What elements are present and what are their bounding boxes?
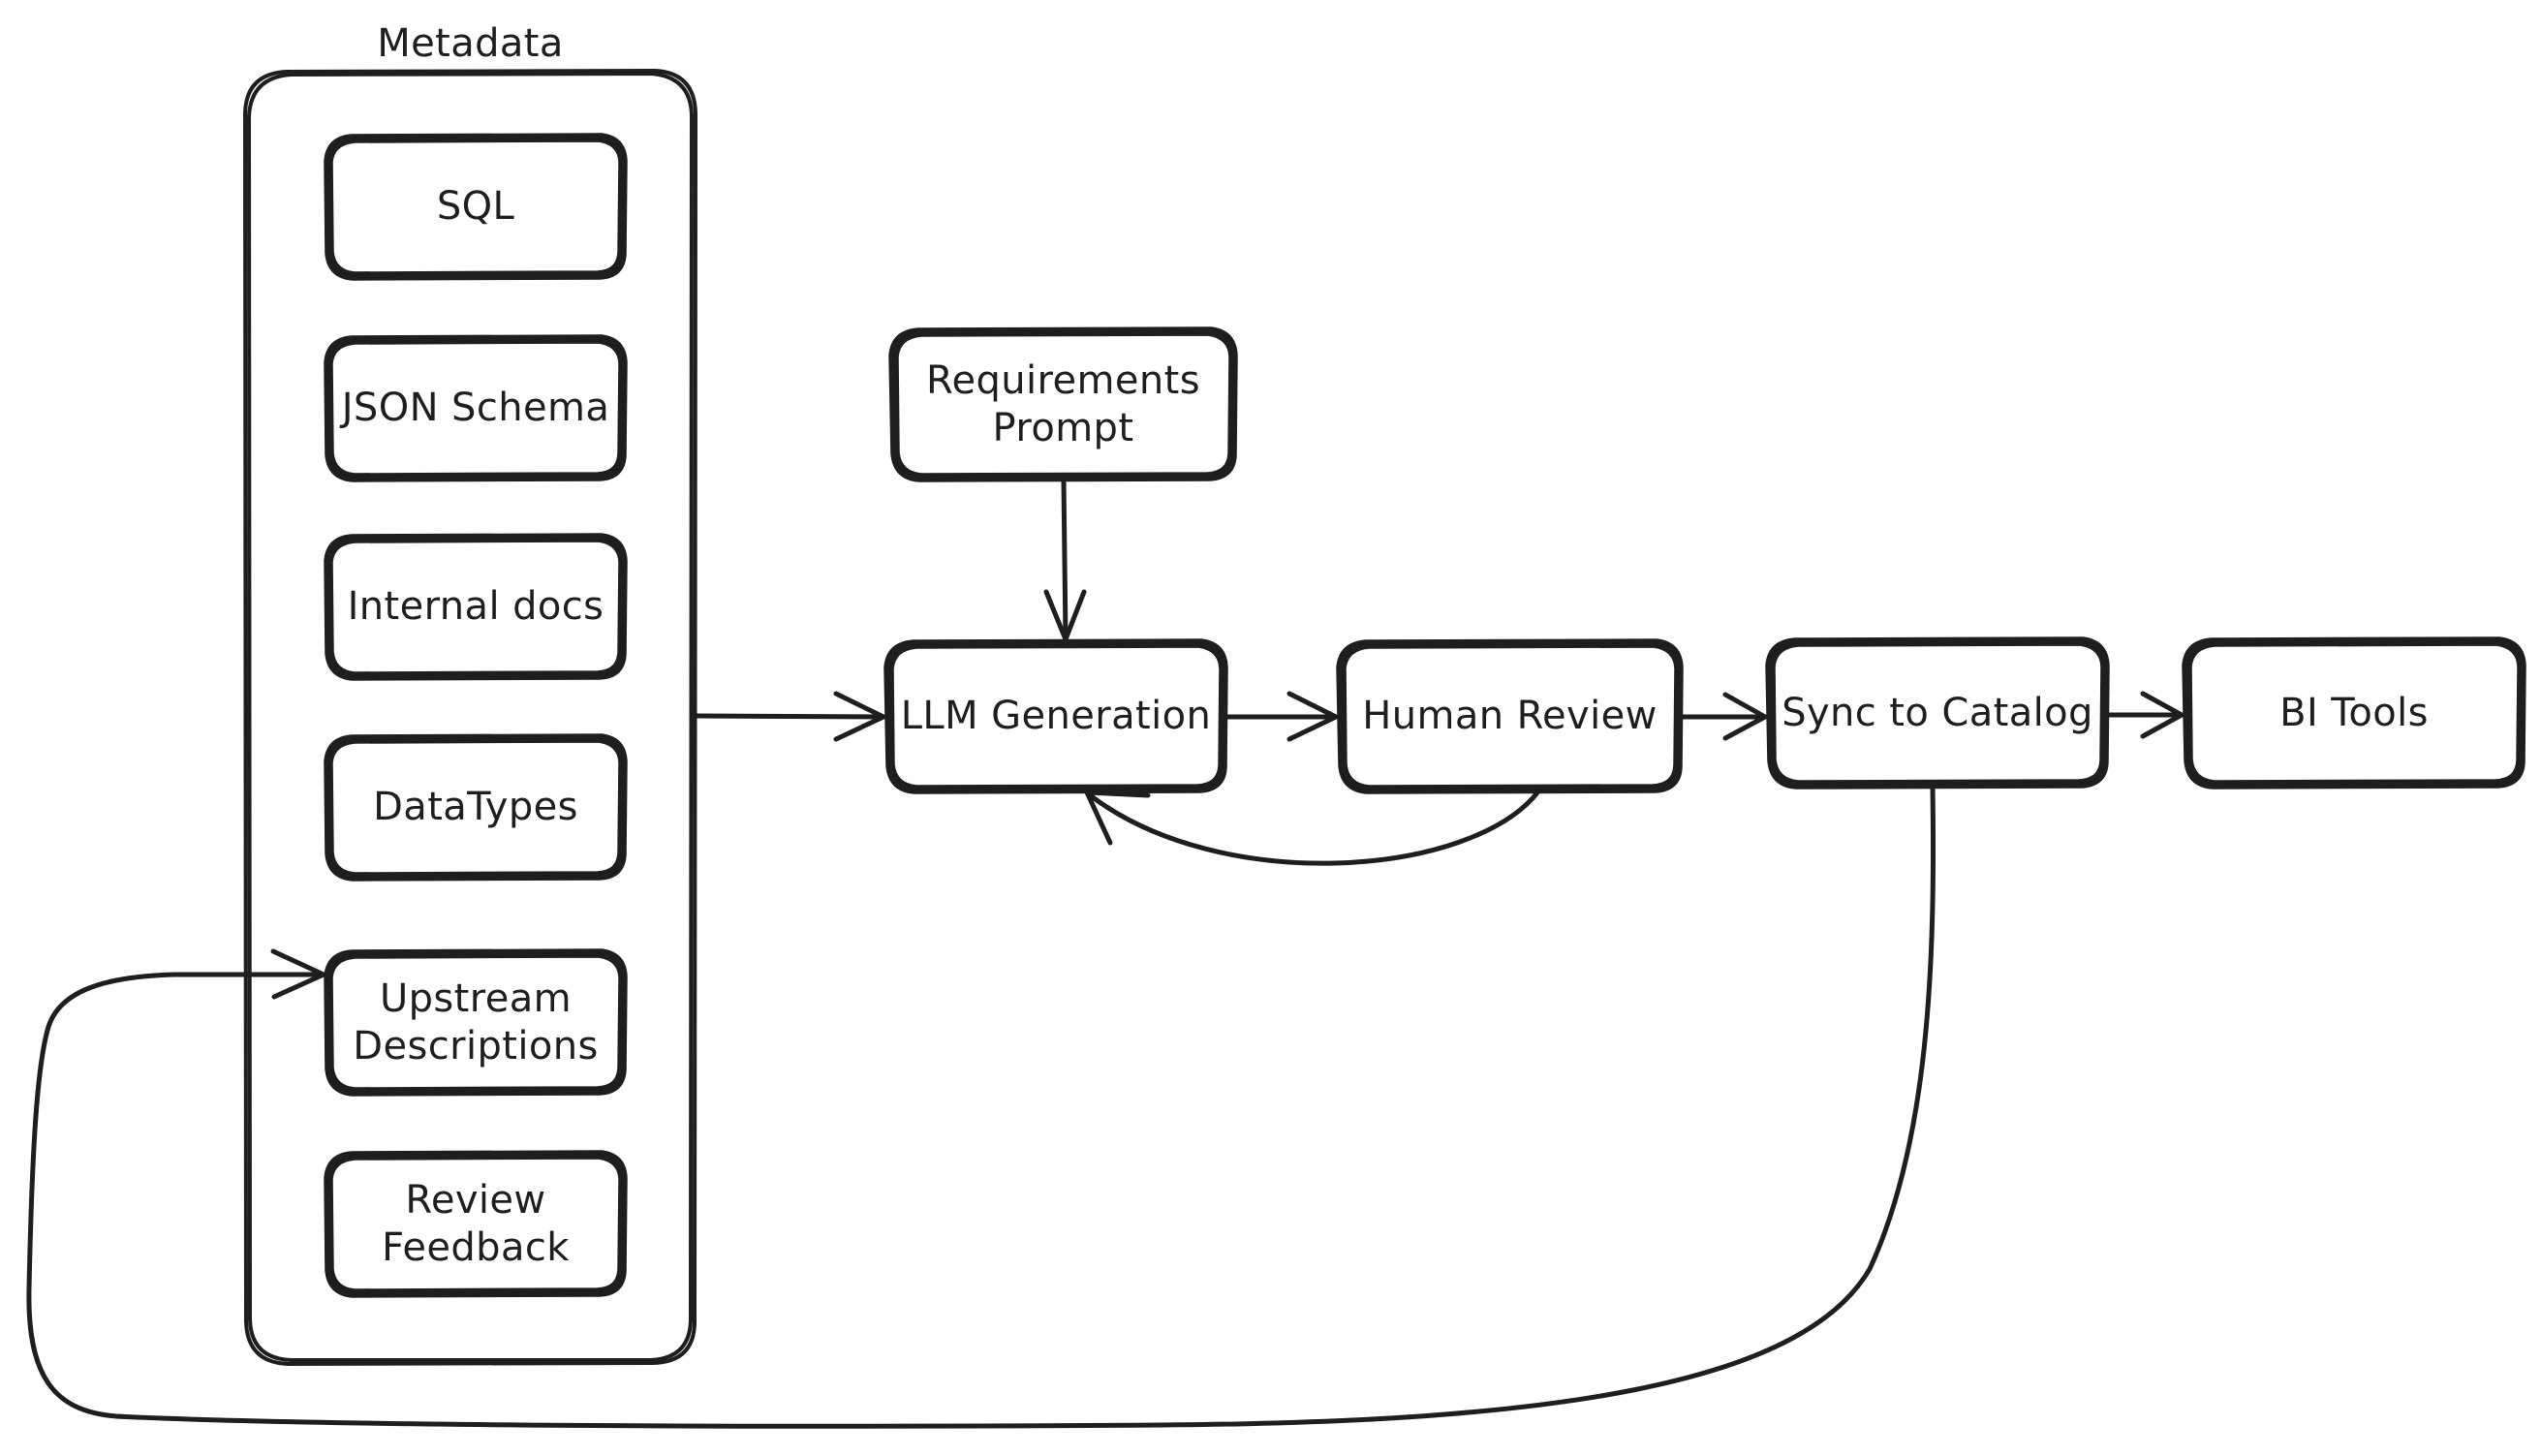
node-shape-data-types <box>324 733 628 882</box>
node-shape-upstream-descriptions <box>324 948 628 1097</box>
node-shape-review-feedback <box>324 1150 628 1298</box>
edge-human-review-to-sync <box>1679 692 1768 741</box>
edge-requirements-to-llm <box>1043 478 1087 642</box>
edge-llm-to-human-review <box>1224 691 1339 742</box>
node-shape-json-schema <box>324 334 628 482</box>
node-shape-human-review <box>1336 638 1684 794</box>
group-metadata-shape <box>243 69 697 1366</box>
edge-human-review-back-to-llm <box>1084 789 1541 866</box>
edge-metadata-to-llm <box>693 691 886 742</box>
node-shape-sync-to-catalog <box>1765 636 2110 790</box>
node-shape-requirements-prompt <box>888 326 1238 482</box>
node-shape-internal-docs <box>324 533 628 681</box>
edge-sync-to-bi-tools <box>2105 691 2185 739</box>
edge-sync-back-to-upstream <box>26 785 1937 1429</box>
node-shape-sql <box>324 133 628 281</box>
node-shape-bi-tools <box>2182 636 2526 790</box>
group-title-metadata: Metadata <box>377 21 564 66</box>
node-shape-llm-generation <box>883 638 1228 794</box>
